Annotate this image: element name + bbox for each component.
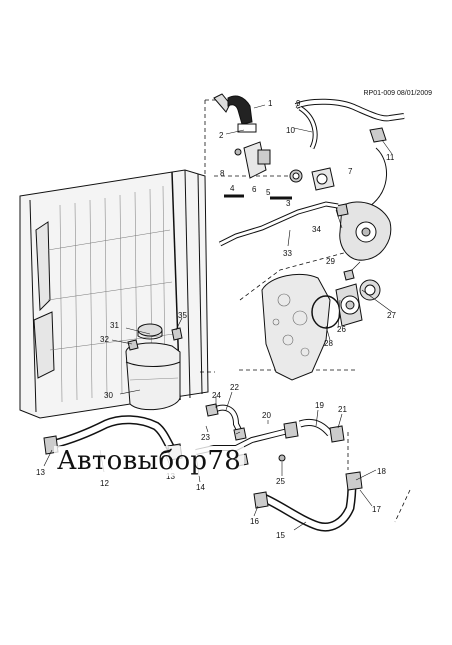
- callout-11: 11: [386, 153, 395, 162]
- thermostat-housing: [289, 167, 335, 191]
- callout-25: 24: [212, 391, 221, 400]
- callout-18: 17: [372, 505, 381, 514]
- callout-4: 4: [230, 184, 235, 193]
- callout-34: 33: [283, 249, 292, 258]
- callout-29: 28: [324, 339, 333, 348]
- callout-13-right: 13: [166, 472, 175, 481]
- coolant-reservoir: [125, 323, 183, 411]
- callout-26: 25: [276, 477, 285, 486]
- callout-20: 19: [315, 401, 324, 410]
- upper-hose-assembly: [213, 93, 292, 200]
- callout-30: 29: [326, 257, 335, 266]
- callout-23: 22: [230, 383, 239, 392]
- pump-housing: [335, 201, 392, 261]
- callout-1: 1: [268, 99, 273, 108]
- callout-3: 3: [286, 199, 291, 208]
- hose-9: [294, 98, 405, 207]
- callout-35-upper: 34: [312, 225, 321, 234]
- callout-21: 20: [262, 411, 271, 420]
- callout-16: 15: [276, 531, 285, 540]
- callout-35-lower: 35: [178, 311, 187, 320]
- hose-20: [298, 418, 345, 443]
- callout-27: 26: [337, 325, 346, 334]
- callout-12: 12: [100, 479, 109, 488]
- callout-24: 23: [201, 433, 210, 442]
- callout-22: 21: [338, 405, 347, 414]
- callout-31: 30: [104, 391, 113, 400]
- callout-17: 16: [250, 517, 259, 526]
- callout-numbers: 1 2 3 4 5 6 7 8 9 10 11 12 13 13 23 14 1…: [36, 99, 396, 540]
- reference-code: RP01-009 08/01/2009: [363, 90, 433, 97]
- hose-16: [253, 454, 363, 532]
- callout-2: 2: [219, 131, 224, 140]
- callout-33: 32: [100, 335, 109, 344]
- callout-9: 9: [296, 99, 301, 108]
- callout-8: 8: [220, 169, 225, 178]
- callout-6: 6: [252, 185, 257, 194]
- callout-19: 18: [377, 467, 386, 476]
- callout-10: 10: [286, 126, 295, 135]
- pipe-34: [218, 201, 339, 247]
- callout-5: 5: [266, 188, 271, 197]
- hose-23: [205, 403, 247, 441]
- callout-7: 7: [348, 167, 353, 176]
- callout-13-left: 13: [36, 468, 45, 477]
- engine-block: [261, 269, 381, 381]
- callout-28: 27: [387, 311, 396, 320]
- callout-32: 31: [110, 321, 119, 330]
- watermark: Автовыбор78: [54, 446, 245, 476]
- callout-15: 14: [196, 483, 205, 492]
